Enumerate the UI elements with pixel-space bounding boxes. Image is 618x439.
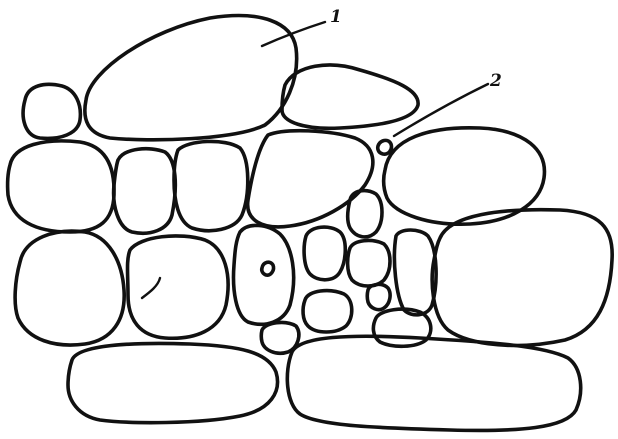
large-top-particle — [85, 16, 297, 140]
cluster-particle-c — [303, 291, 352, 332]
crack-line — [142, 278, 160, 298]
label-2: 2 — [489, 71, 502, 91]
center-particle — [174, 141, 248, 230]
cluster-particle-b — [348, 241, 390, 286]
bottom-left-particle — [68, 343, 278, 422]
upper-left-particle — [23, 84, 80, 138]
bottom-right-particle — [287, 336, 580, 430]
mid-right-particle — [394, 230, 436, 315]
lower-right-large-particle — [432, 210, 612, 346]
label-1: 1 — [330, 7, 342, 27]
pore-hole — [262, 262, 274, 275]
central-large-particle — [248, 131, 373, 227]
lower-center-left-particle — [128, 236, 229, 338]
left-middle-particle — [8, 141, 114, 232]
small-pore-particle — [378, 140, 392, 154]
cluster-particle-d — [367, 284, 390, 309]
center-left-particle — [114, 149, 176, 233]
top-right-particle — [282, 65, 418, 128]
cluster-particle-a — [304, 227, 345, 280]
lower-left-particle — [15, 231, 124, 345]
